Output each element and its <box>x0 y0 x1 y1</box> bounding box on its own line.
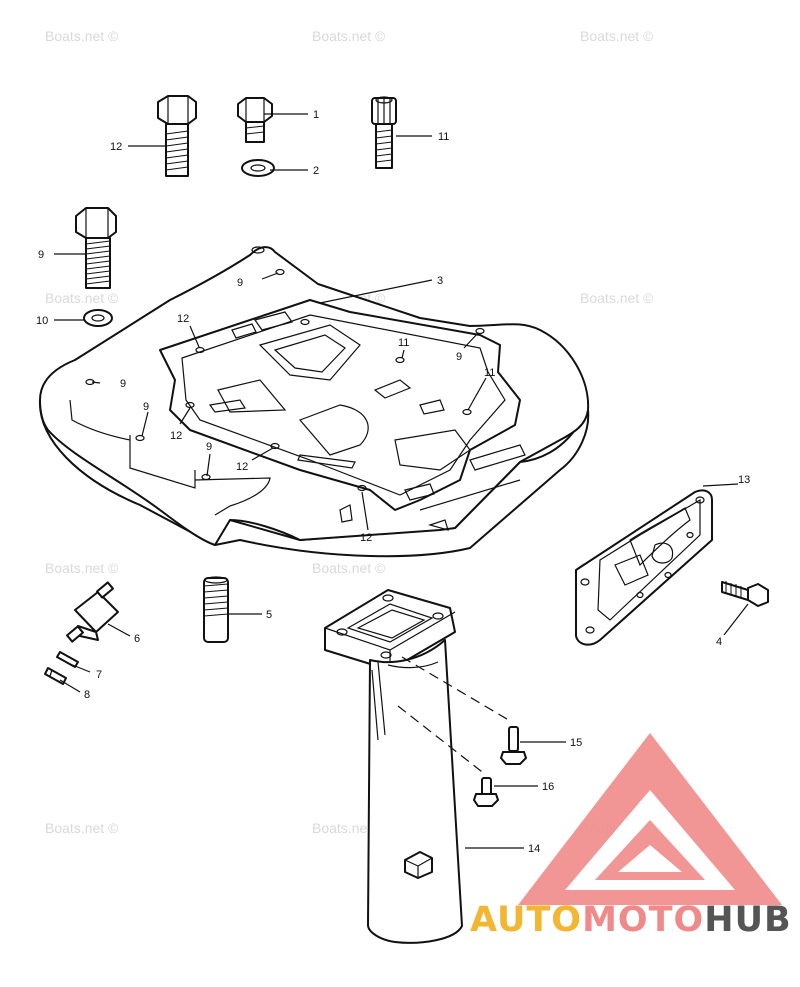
screw-11-icon <box>371 96 397 169</box>
watermark: Boats.net © <box>45 290 119 306</box>
logo-part-moto: MOTO <box>582 900 705 940</box>
callout-5: 5 <box>266 609 272 621</box>
callout-2: 2 <box>313 165 319 177</box>
callout-11: 11 <box>438 131 449 143</box>
connector-6-icon <box>66 581 119 643</box>
callout-15: 15 <box>570 737 582 749</box>
screw-16-icon <box>473 777 499 807</box>
adapter-plate-3-icon <box>38 246 590 558</box>
callout-9: 9 <box>143 401 149 413</box>
callout-8: 8 <box>84 689 90 701</box>
callout-12: 12 <box>110 141 122 153</box>
watermark: Boats.net © <box>45 820 119 836</box>
cover-plate-13-icon <box>575 489 713 646</box>
bolt-4-icon <box>721 581 769 607</box>
assembly-guide-lines <box>397 656 513 776</box>
bolt-1-icon <box>237 97 273 143</box>
callout-9: 9 <box>38 249 44 261</box>
callout-13: 13 <box>738 474 750 486</box>
callout-9: 9 <box>237 277 243 289</box>
callout-16: 16 <box>542 781 554 793</box>
callout-6: 6 <box>134 633 140 645</box>
leader-lines <box>54 113 749 849</box>
callout-4: 4 <box>716 636 722 648</box>
callout-12: 12 <box>177 313 189 325</box>
automotohub-logo: AUTOMOTOHUB <box>470 900 792 940</box>
callout-14: 14 <box>528 843 540 855</box>
watermark: Boats.net © <box>580 28 654 44</box>
watermark: Boats.net © <box>312 560 386 576</box>
callout-11: 11 <box>398 337 409 349</box>
watermark: Boats.net © <box>312 820 386 836</box>
washer-10-icon <box>83 309 113 327</box>
watermark: Boats.net © <box>45 28 119 44</box>
bolt-12-icon <box>157 95 197 177</box>
washer-2-icon <box>241 159 275 177</box>
logo-part-auto: AUTO <box>470 900 583 940</box>
callout-9: 9 <box>206 441 212 453</box>
callout-3: 3 <box>437 275 443 287</box>
callout-12: 12 <box>360 532 372 544</box>
callout-7: 7 <box>96 669 102 681</box>
callout-9: 9 <box>120 378 126 390</box>
callout-12: 12 <box>170 430 182 442</box>
logo-part-hub: HUB <box>704 900 792 940</box>
logo-triangle-icon <box>518 733 782 905</box>
callout-12: 12 <box>236 461 248 473</box>
watermark: Boats.net © <box>45 560 119 576</box>
callout-10: 10 <box>36 315 48 327</box>
stud-5-icon <box>203 576 229 643</box>
bolt-9-icon <box>75 207 117 289</box>
callout-9: 9 <box>456 351 462 363</box>
pin-7-icon <box>56 651 79 668</box>
watermark: Boats.net © <box>312 28 386 44</box>
callout-1: 1 <box>313 109 319 121</box>
housing-14-icon <box>324 589 463 944</box>
callout-labels: 12 1 2 11 9 10 9 3 12 11 9 11 9 9 12 9 1… <box>36 109 750 855</box>
watermark: Boats.net © <box>580 290 654 306</box>
callout-11: 11 <box>484 367 495 379</box>
screw-15-icon <box>500 726 527 765</box>
